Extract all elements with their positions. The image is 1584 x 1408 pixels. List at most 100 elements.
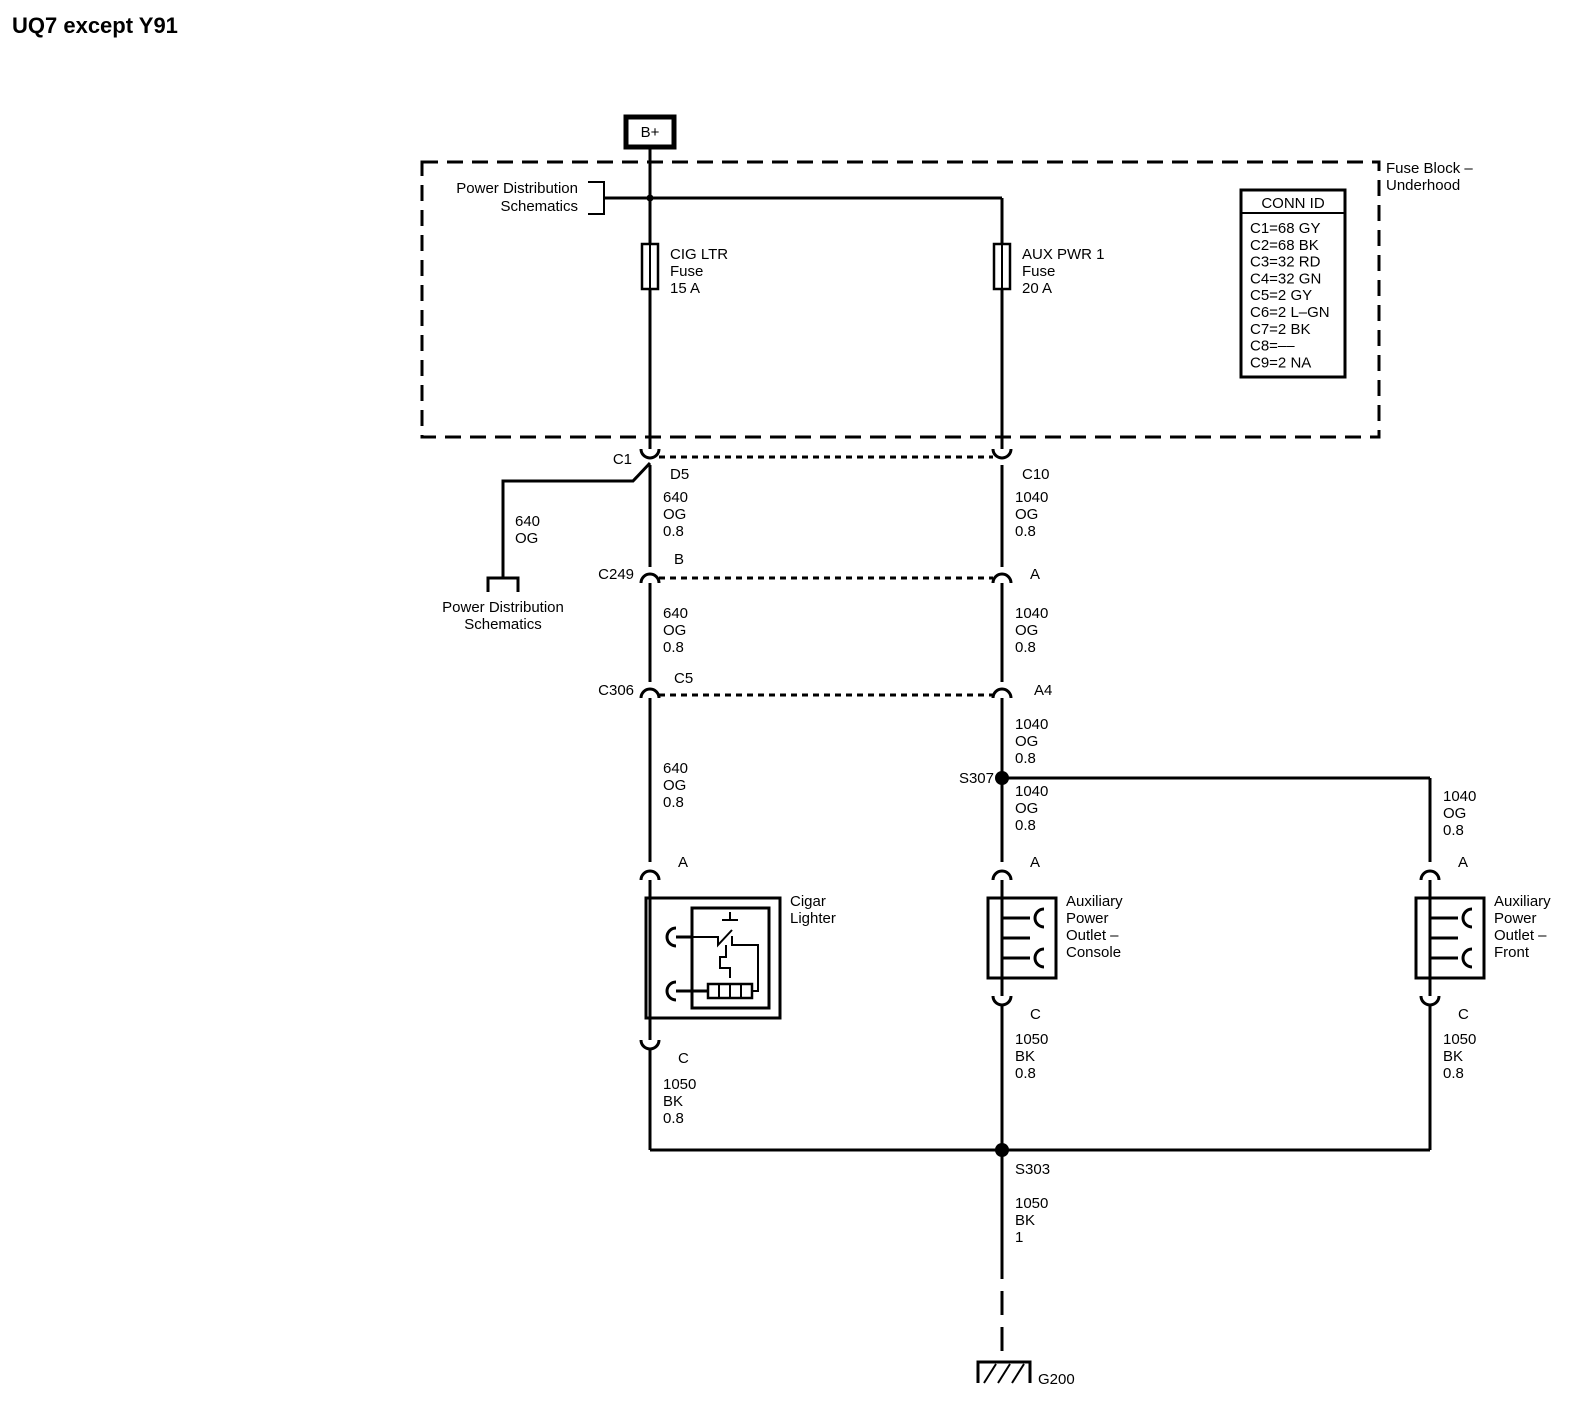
cigar-lighter-terminal-2-icon (665, 980, 677, 1002)
fuse-aux-pwr-rating: 20 A (1022, 280, 1052, 297)
ground-hatch-3 (1011, 1363, 1025, 1384)
power-dist-top-line-1: Power Distribution (456, 180, 578, 197)
gnd-main-size: 1 (1015, 1229, 1023, 1246)
conn-id-row: C5=2 GY (1250, 287, 1312, 304)
conn-id-row: C6=2 L–GN (1250, 304, 1330, 321)
label-front-pin-a: A (1458, 854, 1468, 871)
aux-outlet-front-terminal-1-icon (1461, 907, 1473, 929)
power-dist-left-line-2: Schematics (464, 616, 542, 633)
connector-front-pin-c-icon (1419, 995, 1441, 1007)
aux-2-circuit: 1040 (1015, 605, 1048, 622)
aux-console-label-4: Console (1066, 944, 1121, 961)
connector-c10-icon (991, 448, 1013, 460)
aux-1-size: 0.8 (1015, 523, 1036, 540)
aux-console-label-2: Power (1066, 910, 1109, 927)
cig-1-circuit: 640 (663, 489, 688, 506)
cig-1-size: 0.8 (663, 523, 684, 540)
label-g200: G200 (1038, 1371, 1075, 1388)
aux-3-circuit: 1040 (1015, 716, 1048, 733)
splice-s303-dot (995, 1143, 1009, 1157)
conn-id-row: C9=2 NA (1250, 354, 1311, 371)
label-c10: C10 (1022, 466, 1050, 483)
label-c249: C249 (598, 566, 634, 583)
ground-g200-icon (976, 1360, 1032, 1384)
conn-id-table (1239, 188, 1347, 379)
conn-id-row: C2=68 BK (1250, 237, 1319, 254)
label-a-c249: A (1030, 566, 1040, 583)
aux-outlet-console-terminal-2-icon (1033, 947, 1045, 969)
gnd-cig-circuit: 1050 (663, 1076, 696, 1093)
splice-s307-dot (995, 771, 1009, 785)
label-b: B (674, 551, 684, 568)
power-dist-bracket-top (588, 181, 605, 215)
aux-2-color: OG (1015, 622, 1038, 639)
aux-4-size: 0.8 (1015, 817, 1036, 834)
cig-3-circuit: 640 (663, 760, 688, 777)
connector-c249-a-icon (991, 572, 1013, 584)
gnd-cig-color: BK (663, 1093, 683, 1110)
aux-console-label-1: Auxiliary (1066, 893, 1123, 910)
cigar-lighter-terminal-1-icon (665, 926, 677, 948)
bus-junction-dot (646, 194, 654, 202)
gnd-con-size: 0.8 (1015, 1065, 1036, 1082)
gnd-con-circuit: 1050 (1015, 1031, 1048, 1048)
fuse-cig-ltr-name: CIG LTR (670, 246, 728, 263)
fuse-cig-ltr-rating: 15 A (670, 280, 700, 297)
aux-1-color: OG (1015, 506, 1038, 523)
connector-cig-pin-a-icon (639, 869, 661, 881)
left-branch-color: OG (515, 530, 538, 547)
fuse-block-outline (420, 160, 1381, 439)
cigar-lighter-switch-icon (692, 912, 759, 992)
ground-frame (976, 1360, 1032, 1383)
label-a4: A4 (1034, 682, 1052, 699)
cigar-lighter-label-1: Cigar (790, 893, 826, 910)
wire-left-branch (501, 461, 652, 578)
gnd-front-circuit: 1050 (1443, 1031, 1476, 1048)
aux-outlet-console-component (986, 880, 1058, 996)
battery-label: B+ (641, 124, 660, 141)
label-front-pin-c: C (1458, 1006, 1469, 1023)
front-color: OG (1443, 805, 1466, 822)
power-dist-left-icon (486, 576, 520, 592)
aux-outlet-front-component (1414, 880, 1486, 996)
cigar-lighter-bimetal-icon (719, 945, 731, 978)
connector-front-pin-a-icon (1419, 869, 1441, 881)
cig-2-color: OG (663, 622, 686, 639)
aux-outlet-front-terminal-2-icon (1461, 947, 1473, 969)
connector-c306-a4-icon (991, 687, 1013, 699)
aux-front-label-3: Outlet – (1494, 927, 1547, 944)
conn-id-header: CONN ID (1261, 195, 1325, 212)
connector-c306-c5-icon (639, 687, 661, 699)
label-c5: C5 (674, 670, 693, 687)
aux-2-size: 0.8 (1015, 639, 1036, 656)
cigar-lighter-outer-box (644, 896, 782, 1020)
aux-4-color: OG (1015, 800, 1038, 817)
gnd-front-size: 0.8 (1443, 1065, 1464, 1082)
power-dist-left-line-1: Power Distribution (442, 599, 564, 616)
gnd-main-color: BK (1015, 1212, 1035, 1229)
diagram-title: UQ7 except Y91 (12, 13, 178, 38)
aux-outlet-console-terminal-1-icon (1033, 907, 1045, 929)
label-console-pin-a: A (1030, 854, 1040, 871)
aux-4-circuit: 1040 (1015, 783, 1048, 800)
conn-id-row: C8=–– (1250, 338, 1295, 355)
connector-cig-pin-c-icon (639, 1039, 661, 1051)
aux-3-size: 0.8 (1015, 750, 1036, 767)
front-circuit: 1040 (1443, 788, 1476, 805)
ground-hatch-2 (997, 1363, 1011, 1384)
aux-front-label-1: Auxiliary (1494, 893, 1551, 910)
cigar-lighter-component (644, 880, 782, 1040)
label-d5: D5 (670, 466, 689, 483)
left-branch-circuit: 640 (515, 513, 540, 530)
aux-1-circuit: 1040 (1015, 489, 1048, 506)
cig-1-color: OG (663, 506, 686, 523)
conn-id-row: C3=32 RD (1250, 254, 1321, 271)
aux-front-label-2: Power (1494, 910, 1537, 927)
aux-3-color: OG (1015, 733, 1038, 750)
label-s307: S307 (959, 770, 994, 787)
aux-front-label-4: Front (1494, 944, 1530, 961)
label-cig-pin-c: C (678, 1050, 689, 1067)
label-console-pin-c: C (1030, 1006, 1041, 1023)
